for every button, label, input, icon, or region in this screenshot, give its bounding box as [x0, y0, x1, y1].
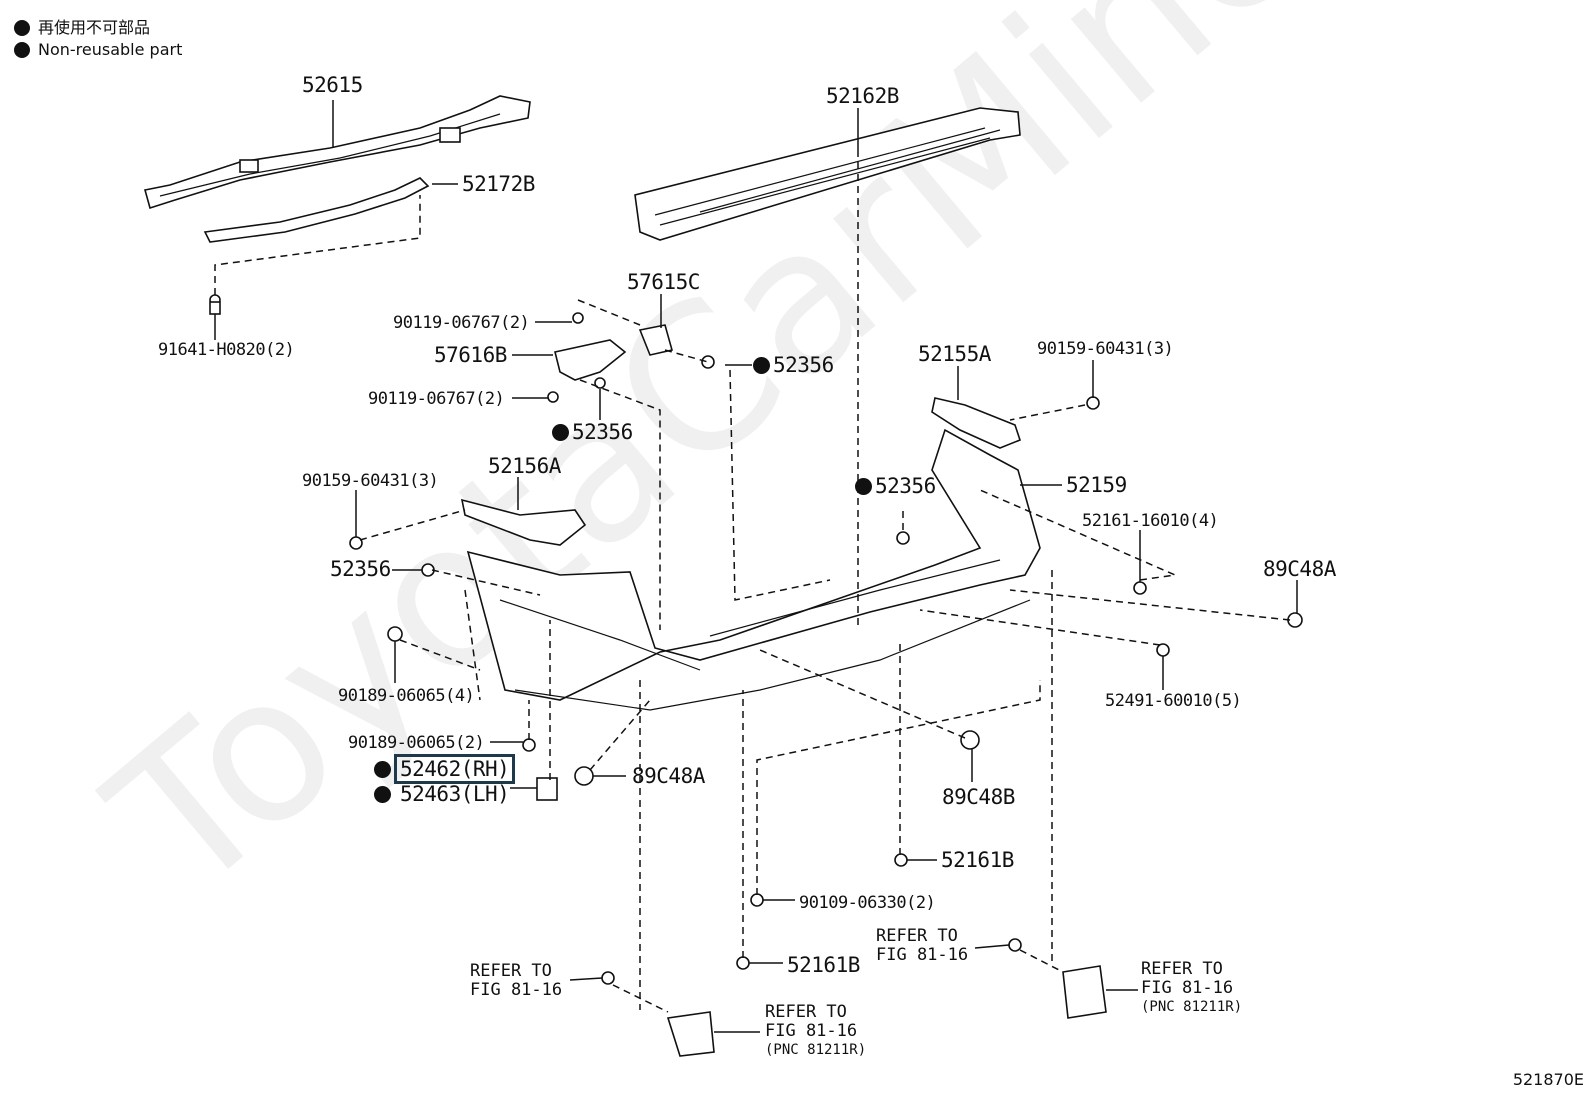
legend-en-text: Non-reusable part [38, 40, 183, 59]
refer-to-lamp-left[interactable]: REFER TO FIG 81-16 (PNC 81211R) [765, 1003, 866, 1060]
label-52491-60010[interactable]: 52491-60010(5) [1105, 691, 1242, 711]
label-52356-text: 52356 [773, 353, 834, 377]
label-52356-nr-center[interactable]: 52356 [855, 475, 936, 497]
legend-jp: 再使用不可部品 [14, 14, 150, 38]
label-57616B[interactable]: 57616B [434, 343, 507, 367]
label-52156A[interactable]: 52156A [488, 454, 561, 478]
refer-line-2: FIG 81-16 [1141, 978, 1234, 998]
non-reusable-dot-icon [552, 424, 569, 441]
label-52356-text: 52356 [572, 420, 633, 444]
part-52615-rail-shape [143, 95, 531, 210]
label-52615[interactable]: 52615 [302, 73, 363, 97]
label-52161B-upper[interactable]: 52161B [941, 848, 1014, 872]
non-reusable-dot-icon [374, 786, 391, 803]
part-57615C-shape [638, 324, 673, 356]
assembly-lines [214, 150, 1291, 1013]
part-52155A-shape [931, 397, 1021, 449]
rear-lamp-right-shape [1062, 965, 1107, 1019]
part-52172B-strip-shape [203, 177, 430, 243]
label-52172B[interactable]: 52172B [462, 172, 535, 196]
label-52356-nr-upper[interactable]: 52356 [753, 354, 834, 376]
label-52462-highlighted: 52462(RH) [394, 754, 516, 784]
refer-pnc: (PNC 81211R) [1141, 999, 1243, 1015]
refer-line-1: REFER TO [1141, 959, 1223, 979]
label-52463-text: 52463(LH) [400, 782, 510, 806]
label-90109-06330[interactable]: 90109-06330(2) [799, 893, 936, 913]
label-90119-06767-upper[interactable]: 90119-06767(2) [393, 313, 530, 333]
refer-pnc: (PNC 81211R) [765, 1042, 867, 1058]
label-52463-lh[interactable]: 52463(LH) [374, 782, 510, 806]
label-91641-H0820[interactable]: 91641-H0820(2) [158, 340, 295, 360]
non-reusable-dot-icon [855, 478, 872, 495]
label-57615C[interactable]: 57615C [627, 270, 700, 294]
non-reusable-dot-icon [14, 42, 30, 58]
label-52159[interactable]: 52159 [1066, 473, 1127, 497]
label-52356-nr-left[interactable]: 52356 [552, 421, 633, 443]
part-52156A-shape [460, 498, 587, 546]
refer-line-1: REFER TO [765, 1002, 847, 1022]
label-89C48A-right[interactable]: 89C48A [1263, 557, 1336, 581]
label-52356-text: 52356 [875, 474, 936, 498]
refer-line-2: FIG 81-16 [470, 980, 563, 1000]
non-reusable-dot-icon [753, 357, 770, 374]
leader-lines [214, 100, 1298, 1033]
refer-to-mid[interactable]: REFER TO FIG 81-16 [876, 927, 968, 965]
legend-en: Non-reusable part [14, 40, 182, 59]
label-52162B[interactable]: 52162B [826, 84, 899, 108]
non-reusable-dot-icon [374, 761, 391, 778]
refer-line-2: FIG 81-16 [765, 1021, 858, 1041]
label-52161B-lower[interactable]: 52161B [787, 953, 860, 977]
label-52161-16010[interactable]: 52161-16010(4) [1082, 511, 1219, 531]
figure-number: 521870E [1512, 1070, 1584, 1089]
refer-line-1: REFER TO [876, 926, 958, 946]
label-90119-06767-lower[interactable]: 90119-06767(2) [368, 389, 505, 409]
refer-to-lamp-right[interactable]: REFER TO FIG 81-16 (PNC 81211R) [1141, 960, 1242, 1017]
label-90189-06065-2[interactable]: 90189-06065(2) [348, 733, 485, 753]
part-52162B-step-pad-shape [634, 107, 1021, 241]
label-52356-left[interactable]: 52356 [330, 557, 391, 581]
label-90189-06065-4[interactable]: 90189-06065(4) [338, 686, 475, 706]
part-52159-bumper-cover-shape [466, 428, 1041, 711]
label-52462-rh[interactable]: 52462(RH) [374, 754, 516, 784]
label-89C48B[interactable]: 89C48B [942, 785, 1015, 809]
refer-to-left[interactable]: REFER TO FIG 81-16 [470, 962, 562, 1000]
part-57616B-shape [554, 339, 627, 381]
legend-jp-text: 再使用不可部品 [38, 18, 151, 37]
refer-line-2: FIG 81-16 [876, 945, 969, 965]
label-52155A[interactable]: 52155A [918, 342, 991, 366]
label-89C48A-left[interactable]: 89C48A [632, 764, 705, 788]
label-90159-60431-left[interactable]: 90159-60431(3) [302, 471, 439, 491]
non-reusable-dot-icon [14, 20, 30, 36]
label-90159-60431-right[interactable]: 90159-60431(3) [1037, 339, 1174, 359]
fasteners [209, 294, 1303, 985]
refer-line-1: REFER TO [470, 961, 552, 981]
rear-lamp-left-shape [666, 1011, 715, 1057]
